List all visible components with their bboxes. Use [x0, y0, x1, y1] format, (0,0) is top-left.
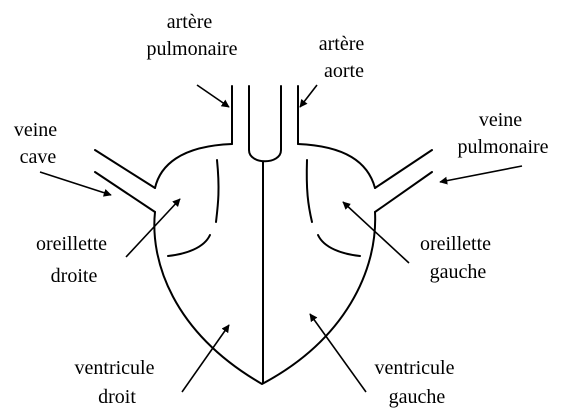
label-artere-aorte: artère aorte	[319, 33, 370, 82]
pulmonary-artery-tube	[232, 86, 298, 144]
heart-outline	[154, 144, 375, 384]
label-oreillette-gauche: oreillette gauche	[420, 233, 496, 283]
label-ventricule-gauche: ventricule gauche	[375, 357, 460, 408]
label-veine-cave: veine cave	[14, 119, 62, 168]
valve-right-upper	[307, 160, 312, 222]
label-ventricule-droit: ventricule droit	[75, 357, 160, 408]
arrow-veine-pulmonaire	[440, 166, 522, 182]
pulmonary-vein-tube	[375, 150, 432, 212]
valve-right-lower	[318, 235, 360, 256]
arrow-ventricule-gauche	[310, 314, 366, 392]
label-oreillette-droite: oreillette droite	[36, 233, 112, 287]
aorta-tube	[249, 86, 281, 161]
arrow-artere-pulmonaire	[197, 85, 229, 107]
label-artere-pulmonaire: artère pulmonaire	[146, 11, 237, 60]
arrow-oreillette-droite	[126, 199, 180, 257]
valve-left-lower	[168, 235, 210, 256]
labels: artère pulmonaire artère aorte veine cav…	[14, 11, 549, 408]
valve-left-upper	[216, 160, 219, 222]
arrow-ventricule-droit	[182, 325, 229, 392]
label-veine-pulmonaire: veine pulmonaire	[457, 109, 548, 158]
arrow-artere-aorte	[300, 85, 317, 107]
vena-cava-tube	[95, 150, 155, 212]
heart-outer-wall	[154, 144, 375, 384]
